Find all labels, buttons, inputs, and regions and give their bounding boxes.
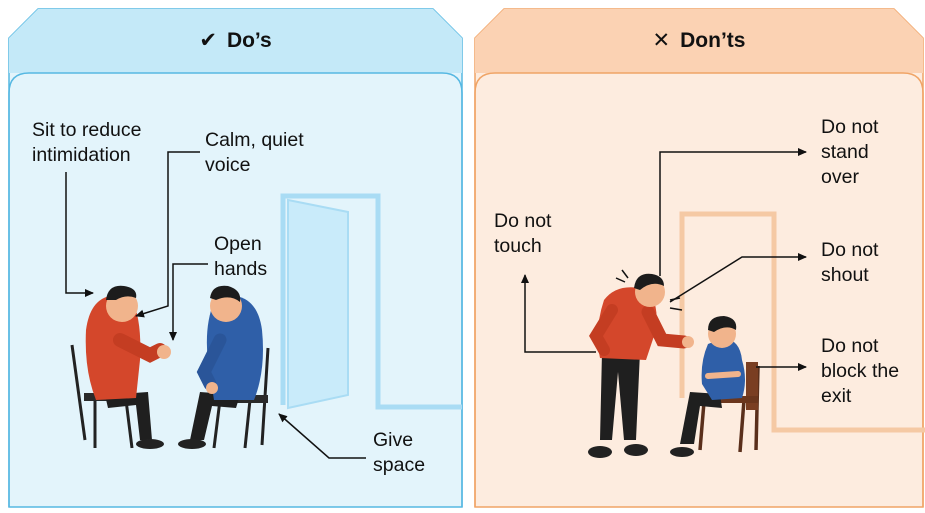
label-do-not-stand-over: Do not stand over: [821, 116, 879, 188]
label-give-space: Give space: [373, 429, 426, 476]
donts-arrows: [521, 148, 807, 371]
calm-person-sitting: [70, 285, 171, 449]
dos-arrows: [65, 151, 366, 459]
scared-person-sitting: [670, 316, 760, 457]
check-icon: ✔: [199, 29, 217, 52]
label-do-not-shout: Do not shout: [821, 239, 879, 286]
label-do-not-block-the-exit: Do not block the exit: [821, 335, 900, 407]
donts-title: Don’ts: [680, 29, 746, 52]
shouting-person-standing: [588, 269, 694, 458]
dos-title: Do’s: [226, 29, 272, 52]
open-door: [280, 193, 462, 410]
listening-person-sitting: [178, 285, 270, 449]
label-calm-quiet-voice: Calm, quiet voice: [205, 129, 304, 176]
donts-panel: ✕ Don’ts: [474, 8, 924, 508]
dos-header: ✔ Do’s: [8, 28, 463, 53]
donts-header: ✕ Don’ts: [474, 28, 924, 53]
label-sit-to-reduce-intimidation: Sit to reduce intimidation: [32, 119, 142, 166]
donts-panel-frame: [474, 8, 924, 508]
label-do-not-touch: Do not touch: [494, 210, 552, 257]
cross-icon: ✕: [652, 29, 671, 52]
label-open-hands: Open hands: [214, 233, 268, 280]
exit-door-frame: [679, 211, 925, 433]
